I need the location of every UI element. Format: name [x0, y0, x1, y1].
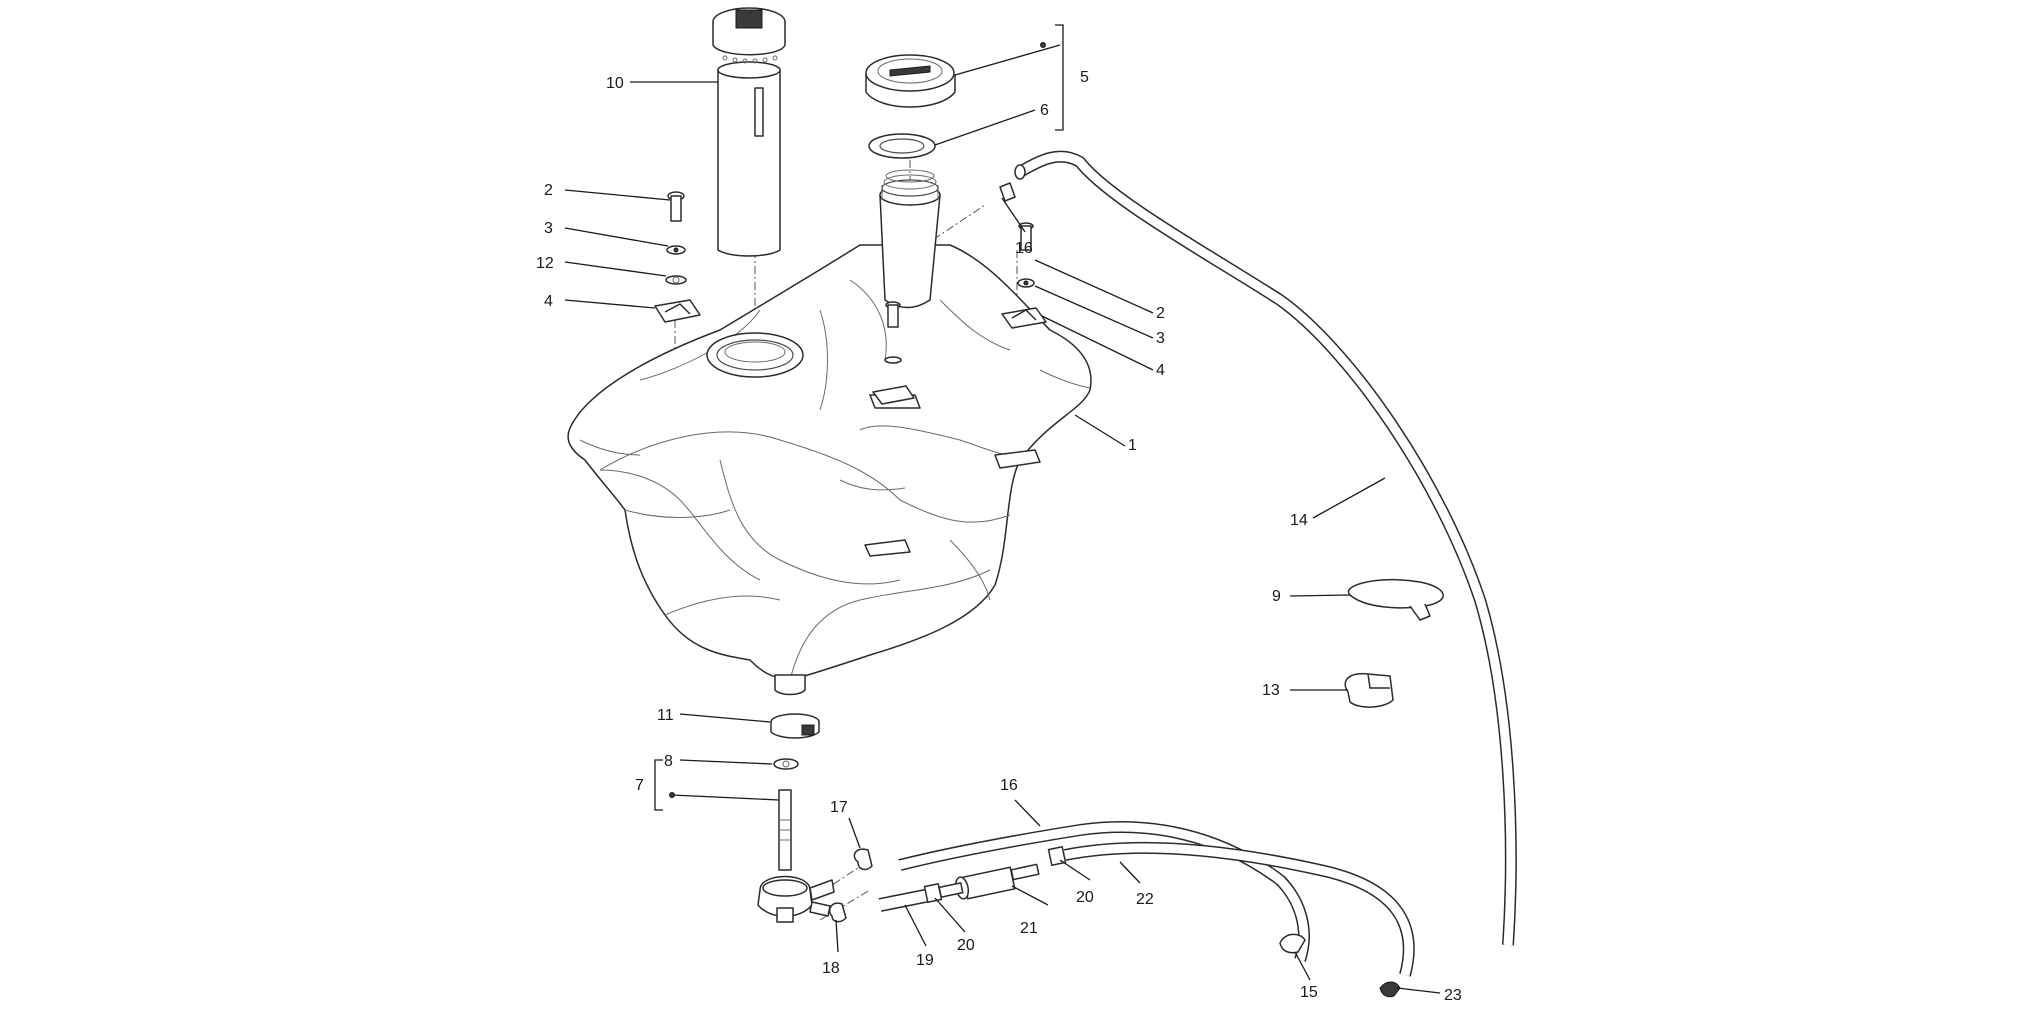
filler-neck: [879, 169, 941, 309]
callout-4-right: 4: [1156, 362, 1165, 379]
callout-12: 12: [536, 255, 554, 272]
callout-19: 19: [916, 952, 934, 969]
callout-17: 17: [830, 799, 848, 816]
fuel-tank: [567, 244, 1092, 696]
callout-4-left: 4: [544, 293, 553, 310]
callout-21: 21: [1020, 920, 1038, 937]
callout-8: 8: [664, 753, 673, 770]
fuel-hose-16: [898, 821, 1310, 962]
hose-clamp-18: [828, 902, 847, 923]
tap-washer: [773, 758, 799, 770]
bracket-5: [1055, 24, 1064, 131]
hose-clamp-15: [1279, 933, 1306, 954]
callout-10: 10: [606, 75, 624, 92]
cap-gasket: [868, 133, 936, 159]
fuel-hose-22: [1063, 841, 1415, 977]
callout-20-right: 20: [1076, 889, 1094, 906]
callout-3-left: 3: [544, 220, 553, 237]
callout-16-bottom: 16: [1000, 777, 1018, 794]
callout-6: 6: [1040, 102, 1049, 119]
fuel-hose-19: [878, 888, 932, 912]
hose-connector-20-left: [923, 882, 943, 904]
callout-18: 18: [822, 960, 840, 977]
callout-20-left: 20: [957, 937, 975, 954]
callout-23: 23: [1444, 987, 1462, 1004]
callout-14: 14: [1290, 512, 1308, 529]
callout-labels: 1 2 3 12 4 2 3 4 5 6 10 11 8 7 9 13 14 1…: [536, 69, 1462, 1004]
callout-9: 9: [1272, 588, 1281, 605]
callout-1: 1: [1128, 437, 1137, 454]
breather-hose: [1014, 150, 1517, 946]
fuel-tap: [757, 789, 835, 923]
fuel-filter: [938, 863, 1040, 900]
bracket-7: [654, 759, 663, 811]
sender-holes: [722, 55, 778, 64]
callout-13: 13: [1262, 682, 1280, 699]
callout-7: 7: [635, 777, 644, 794]
callout-22: 22: [1136, 891, 1154, 908]
center-clip-stack: [872, 301, 915, 405]
callout-dot-7: [669, 792, 675, 798]
callout-11: 11: [657, 707, 674, 724]
hose-clamp-17: [853, 848, 873, 871]
callout-15: 15: [1300, 984, 1318, 1001]
callout-2-right: 2: [1156, 305, 1165, 322]
fuel-cap: [865, 54, 956, 108]
hose-clip: [1344, 672, 1394, 708]
callout-16-top: 16: [1015, 240, 1033, 257]
leader-lines: [564, 42, 1441, 994]
callout-dot-5: [1040, 42, 1046, 48]
cable-tie: [1347, 578, 1444, 621]
left-bolt-stack: [654, 191, 701, 323]
callout-5: 5: [1080, 69, 1089, 86]
callout-3-right: 3: [1156, 330, 1165, 347]
fuel-level-sender-tube: [712, 7, 786, 257]
callout-2-left: 2: [544, 182, 553, 199]
tank-outlet-clamp: [770, 713, 820, 739]
hose-clamp-23: [1379, 981, 1401, 998]
